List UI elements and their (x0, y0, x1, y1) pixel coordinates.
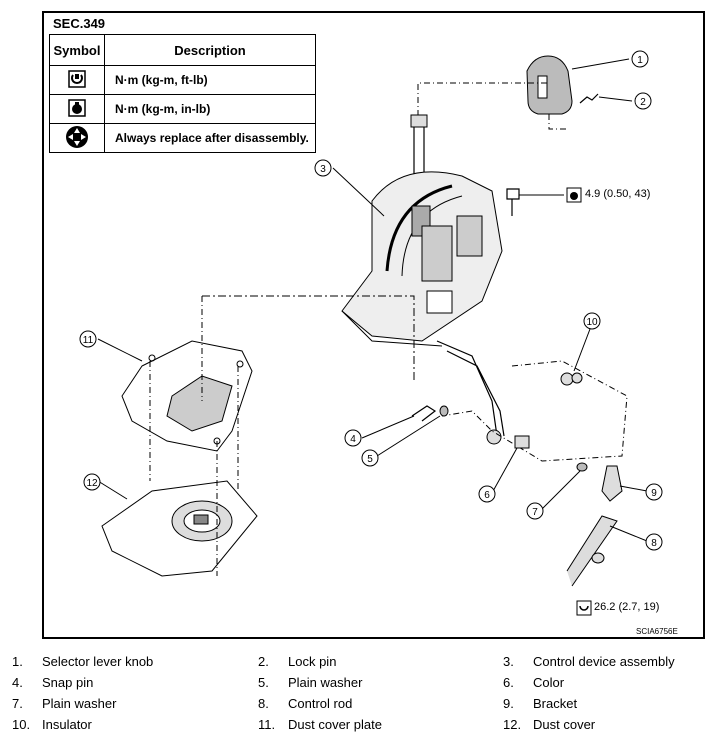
diagram-frame (42, 11, 705, 639)
callout-3: 3 (314, 159, 332, 177)
callout-6: 6 (478, 485, 496, 503)
callout-12: 12 (83, 473, 101, 491)
section-label: SEC.349 (53, 16, 106, 31)
plain-washer-5 (439, 405, 449, 417)
control-rod-nut (591, 552, 605, 564)
control-rod (566, 515, 618, 587)
callout-8: 8 (645, 533, 663, 551)
color-bushing (514, 435, 530, 449)
svg-text:10: 10 (586, 317, 598, 328)
svg-text:3: 3 (320, 164, 326, 175)
callout-4: 4 (344, 429, 362, 447)
symbol-header: Symbol (49, 34, 105, 66)
symbol-row: N·m (kg-m, in-lb) (49, 94, 316, 124)
plain-washer-7 (576, 462, 588, 472)
torque-wrench-ftlb-icon (576, 600, 592, 616)
callout-1: 1 (631, 50, 649, 68)
svg-text:1: 1 (637, 55, 643, 66)
svg-text:6: 6 (484, 490, 490, 501)
exploded-view-drawing: 1 2 3 4 5 6 7 8 9 10 11 12 (79, 50, 663, 616)
callout-11: 11 (79, 330, 97, 348)
svg-text:2: 2 (640, 97, 646, 108)
torque-wrench-ftlb-icon (49, 65, 105, 95)
callout-2: 2 (634, 92, 652, 110)
svg-text:5: 5 (367, 454, 373, 465)
callout-9: 9 (645, 483, 663, 501)
bracket (601, 465, 623, 502)
callout-10: 10 (583, 312, 601, 330)
svg-text:4: 4 (350, 434, 356, 445)
snap-pin (411, 405, 437, 422)
callout-5: 5 (361, 449, 379, 467)
dust-cover (101, 480, 258, 577)
symbol-description: Always replace after disassembly. (104, 123, 316, 153)
torque-wrench-inlb-icon (566, 187, 582, 203)
figure-id: SCIA6756E (636, 627, 678, 636)
svg-text:9: 9 (651, 488, 657, 499)
description-header: Description (104, 34, 316, 66)
do-not-reuse-icon (49, 123, 105, 153)
selector-lever-knob (526, 55, 573, 115)
control-device-assembly (341, 171, 503, 347)
lock-pin (579, 93, 599, 104)
bolt-torque-spec: 4.9 (0.50, 43) (585, 188, 651, 200)
svg-text:12: 12 (86, 478, 98, 489)
symbol-row: Always replace after disassembly. (49, 123, 316, 153)
symbol-description: N·m (kg-m, in-lb) (104, 94, 316, 124)
bolt (506, 188, 520, 216)
symbol-table: Symbol Description N·m (kg-m, ft-lb) N·m… (49, 34, 316, 153)
dust-cover-plate (121, 340, 253, 452)
svg-text:7: 7 (532, 507, 538, 518)
svg-text:11: 11 (83, 335, 94, 346)
nut-torque-spec: 26.2 (2.7, 19) (594, 601, 660, 613)
symbol-table-header: Symbol Description (49, 34, 316, 66)
callout-7: 7 (526, 502, 544, 520)
svg-text:8: 8 (651, 538, 657, 549)
insulator (560, 372, 583, 386)
